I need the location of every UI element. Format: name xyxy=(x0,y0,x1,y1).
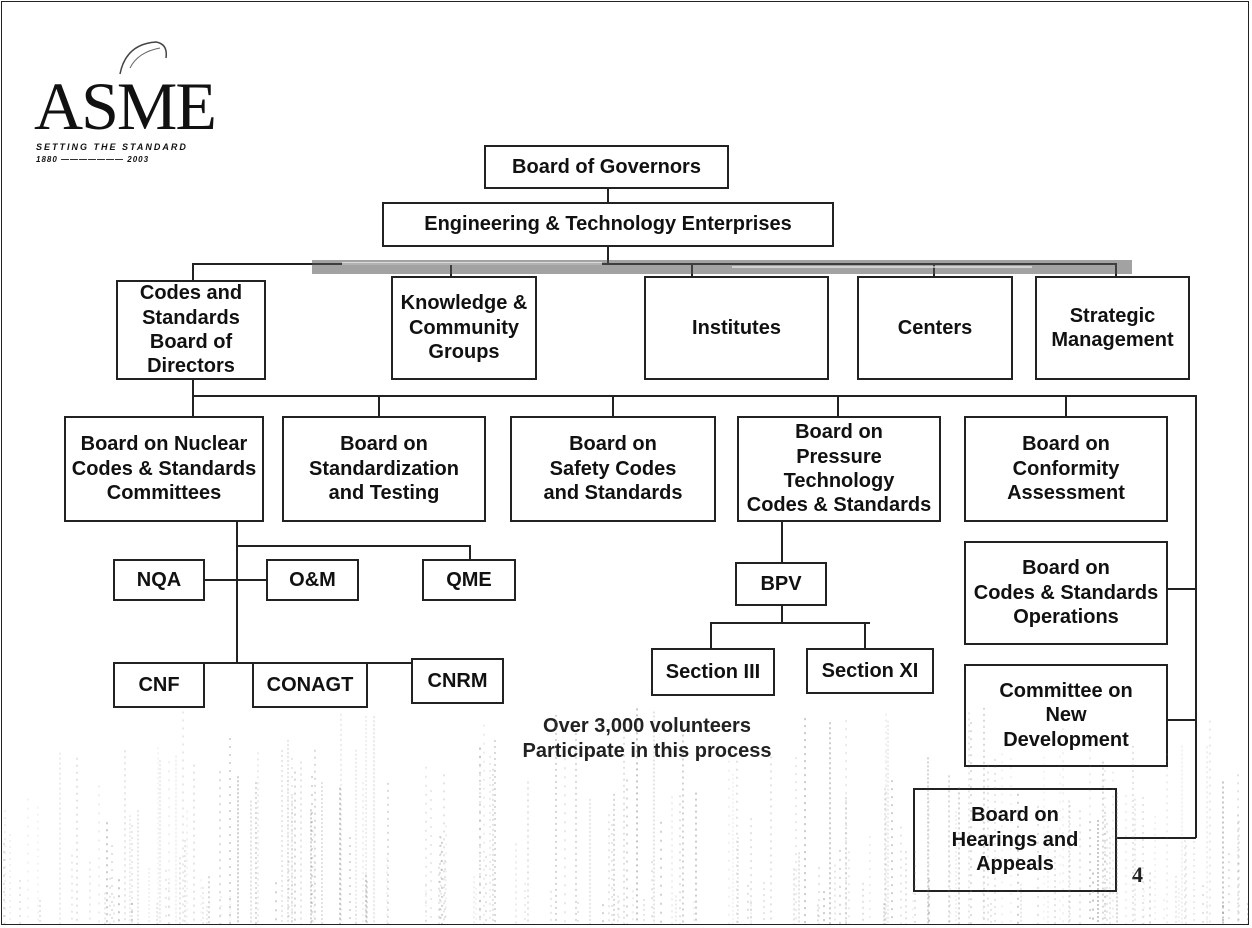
note-line-1: Over 3,000 volunteers xyxy=(543,715,751,737)
connector-line xyxy=(612,395,614,416)
logo-wordmark: ASME xyxy=(34,68,217,144)
board-standardization-box: Board on Standardization and Testing xyxy=(282,416,486,522)
connector-line xyxy=(607,246,609,264)
section-xi-box: Section XI xyxy=(806,648,934,694)
section-iii-box: Section III xyxy=(651,648,775,696)
strategic-management-box: Strategic Management xyxy=(1035,276,1190,380)
volunteers-note: Over 3,000 volunteers Participate in thi… xyxy=(472,714,822,764)
note-line-2: Participate in this process xyxy=(522,740,772,762)
page-number: 4 xyxy=(1132,862,1143,887)
asme-logo: ASME SETTING THE STANDARD 1880 ——————— 2… xyxy=(30,41,250,164)
enterprises-box: Engineering & Technology Enterprises xyxy=(382,202,834,247)
om-box: O&M xyxy=(266,559,359,601)
connector-line xyxy=(236,545,470,547)
nqa-box: NQA xyxy=(113,559,205,601)
board-pressure-box: Board on Pressure Technology Codes & Sta… xyxy=(737,416,941,522)
cnrm-box: CNRM xyxy=(411,658,504,704)
connector-line xyxy=(1116,837,1196,839)
connector-line xyxy=(1195,395,1197,838)
connector-line xyxy=(192,263,194,281)
cnf-box: CNF xyxy=(113,662,205,708)
bpv-box: BPV xyxy=(735,562,827,606)
connector-line xyxy=(781,522,783,562)
logo-years: 1880 ——————— 2003 xyxy=(36,155,150,164)
connector-line xyxy=(710,622,712,648)
connector-line xyxy=(1168,719,1196,721)
connector-line xyxy=(1168,588,1196,590)
board-conformity-box: Board on Conformity Assessment xyxy=(964,416,1168,522)
logo-tagline: SETTING THE STANDARD xyxy=(36,142,188,152)
connector-line xyxy=(710,622,870,624)
connector-line xyxy=(236,522,238,664)
connector-line xyxy=(837,395,839,416)
connector-line xyxy=(378,395,380,416)
connector-line xyxy=(192,380,194,416)
globe-icon xyxy=(119,41,168,75)
board-of-governors-box: Board of Governors xyxy=(484,145,729,189)
knowledge-community-box: Knowledge & Community Groups xyxy=(391,276,537,380)
centers-box: Centers xyxy=(857,276,1013,380)
conagt-box: CONAGT xyxy=(252,662,368,708)
committee-new-development-box: Committee on New Development xyxy=(964,664,1168,767)
connector-line xyxy=(607,188,609,202)
scan-streak xyxy=(312,260,1132,274)
institutes-box: Institutes xyxy=(644,276,829,380)
qme-box: QME xyxy=(422,559,516,601)
connector-line xyxy=(205,579,267,581)
board-safety-box: Board on Safety Codes and Standards xyxy=(510,416,716,522)
board-operations-box: Board on Codes & Standards Operations xyxy=(964,541,1168,645)
board-hearings-box: Board on Hearings and Appeals xyxy=(913,788,1117,892)
connector-line xyxy=(192,395,1197,397)
connector-line xyxy=(1065,395,1067,416)
connector-line xyxy=(864,622,866,648)
codes-standards-bod-box: Codes and Standards Board of Directors xyxy=(116,280,266,380)
connector-line xyxy=(469,545,471,559)
board-nuclear-box: Board on Nuclear Codes & Standards Commi… xyxy=(64,416,264,522)
connector-line xyxy=(781,606,783,624)
